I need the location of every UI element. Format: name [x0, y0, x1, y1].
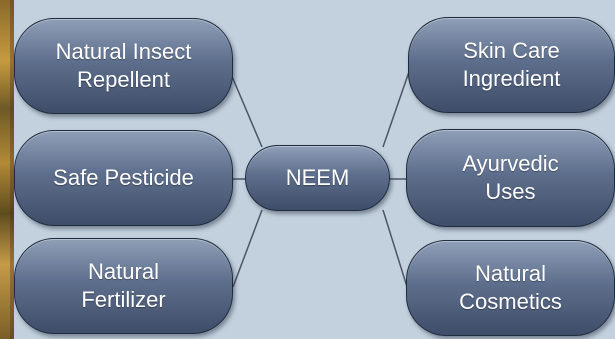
node-ayurvedic-uses: Ayurvedic Uses — [406, 129, 615, 227]
connector-fertilizer — [232, 209, 263, 288]
connector-skin-care — [382, 65, 412, 148]
neem-leaf-photo-edge — [0, 0, 14, 339]
connector-insect-repellent — [230, 73, 263, 148]
node-natural-cosmetics: Natural Cosmetics — [406, 240, 615, 336]
node-natural-fertilizer: Natural Fertilizer — [14, 238, 233, 334]
node-neem-center: NEEM — [245, 145, 390, 211]
connector-cosmetics — [382, 209, 409, 291]
node-natural-insect-repellent: Natural Insect Repellent — [14, 18, 233, 114]
node-skin-care-ingredient: Skin Care Ingredient — [408, 17, 615, 113]
node-safe-pesticide: Safe Pesticide — [14, 130, 233, 226]
